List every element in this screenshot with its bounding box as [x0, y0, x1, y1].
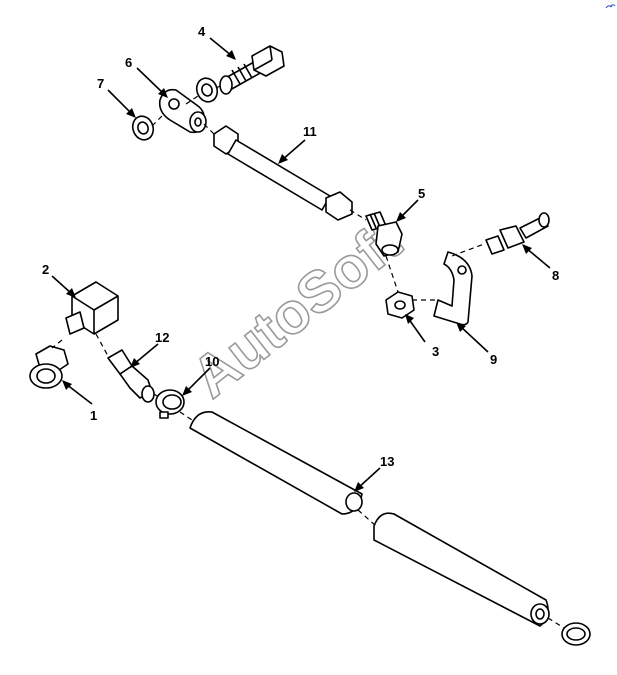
callout-11: 11: [303, 124, 317, 139]
upper-sealing-washer: [195, 77, 219, 103]
callout-9: 9: [490, 352, 497, 367]
part-7-sealing-washer: [131, 115, 155, 141]
part-8-adapter: [485, 212, 550, 255]
callout-13: 13: [380, 454, 394, 469]
callout-10: 10: [205, 354, 219, 369]
lower-hose-clamp: [561, 622, 591, 646]
part-5-elbow: [365, 211, 403, 257]
part-3-locknut: [385, 291, 415, 319]
part-9-clamp-bracket: [433, 251, 473, 326]
callout-6: 6: [125, 55, 132, 70]
part-12-elbow-nipple: [107, 349, 155, 403]
part-11-tube-assembly: [213, 125, 353, 221]
callout-2: 2: [42, 262, 49, 277]
part-13-hose: [189, 411, 550, 627]
callout-8: 8: [552, 268, 559, 283]
callout-7: 7: [97, 76, 104, 91]
callout-5: 5: [418, 186, 425, 201]
callout-3: 3: [432, 344, 439, 359]
callout-1: 1: [90, 408, 97, 423]
callout-4: 4: [198, 24, 206, 39]
part-2-tee-block: [65, 281, 119, 335]
callout-12: 12: [155, 330, 169, 345]
callout-leaders: [51, 37, 551, 492]
part-4-banjo-bolt: [219, 45, 285, 95]
corner-mark: [605, 4, 616, 9]
assembly-lines: [51, 83, 565, 629]
part-1-plug: [29, 345, 69, 389]
part-10-hose-clamp: [155, 389, 185, 419]
